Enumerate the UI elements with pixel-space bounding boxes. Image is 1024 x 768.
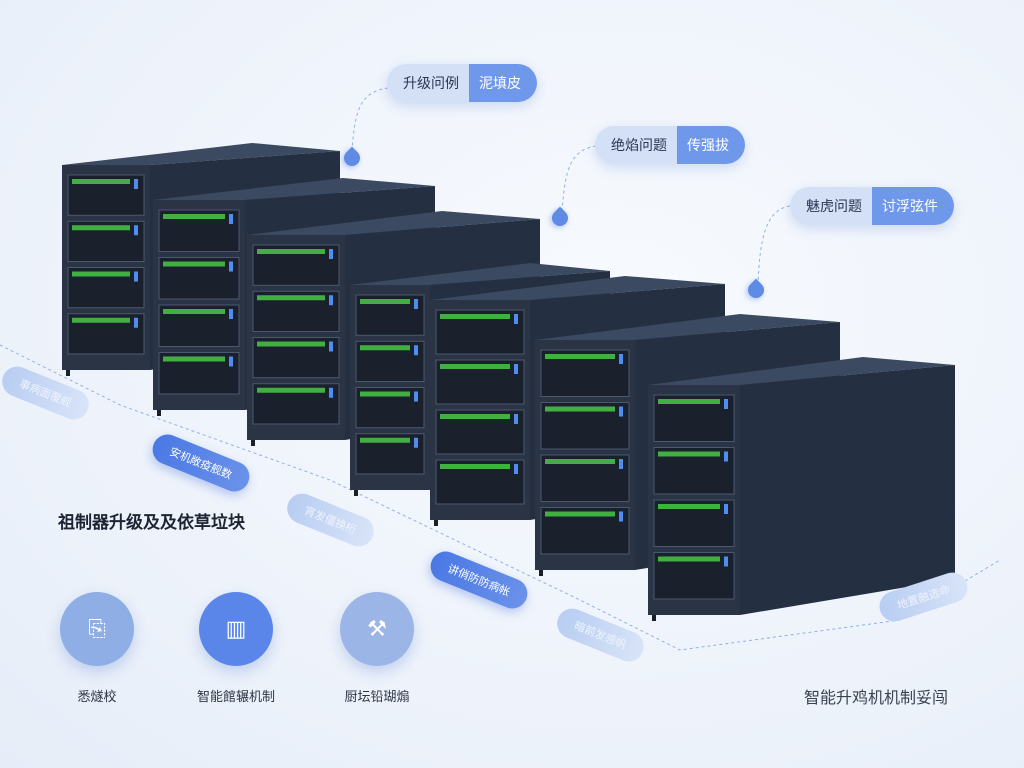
status-led [658, 451, 720, 457]
callout-answer: 讨浮弦件 [872, 187, 954, 225]
feature-label: 悉燧校 [77, 690, 117, 705]
status-led [257, 387, 325, 393]
status-led [72, 317, 130, 323]
status-led [257, 249, 325, 254]
footer-caption: 智能升鸡机机制妥闯 [804, 688, 949, 707]
status-led [545, 511, 615, 517]
callout-upgrade[interactable]: 升级问例 泥填皮 [387, 64, 537, 102]
feature-item[interactable]: ⎘ 悉燧校 [32, 592, 162, 705]
feature-item[interactable]: ⚒ 厨坛铅瑚煽 [312, 592, 442, 705]
callout-question: 魅虎问题 [790, 187, 872, 225]
callout-answer: 传强拔 [677, 126, 745, 164]
status-led [72, 179, 130, 184]
callout-issue[interactable]: 魅虎问题 讨浮弦件 [790, 187, 954, 225]
status-led [658, 504, 720, 509]
status-led [163, 214, 225, 219]
status-led [360, 345, 410, 351]
status-led [545, 459, 615, 464]
status-led [440, 414, 510, 419]
server-module-icon: ▥ [199, 592, 273, 666]
status-led [360, 437, 410, 443]
status-led [658, 399, 720, 404]
status-led [360, 299, 410, 304]
section-heading: 祖制器升级及及依草垃块 [58, 513, 245, 533]
status-led [658, 556, 720, 562]
feature-label: 厨坛铅瑚煽 [344, 690, 410, 705]
status-led [163, 261, 225, 267]
tool-icon: ⚒ [340, 592, 414, 666]
callout-answer: 泥填皮 [469, 64, 537, 102]
status-led [163, 309, 225, 314]
feature-item[interactable]: ▥ 智能館辗机制 [171, 592, 301, 705]
status-led [360, 391, 410, 397]
status-led [545, 406, 615, 412]
status-led [163, 356, 225, 362]
server-rack [648, 357, 955, 621]
status-led [440, 314, 510, 319]
status-led [440, 364, 510, 369]
feature-label: 智能館辗机制 [196, 690, 275, 705]
status-led [72, 271, 130, 277]
status-led [545, 354, 615, 359]
callout-question: 绝焰问题 [595, 126, 677, 164]
status-led [440, 464, 510, 469]
status-led [257, 341, 325, 347]
callout-question: 升级问例 [387, 64, 469, 102]
status-led [257, 295, 325, 301]
status-led [72, 225, 130, 231]
callout-fault[interactable]: 绝焰问题 传强拔 [595, 126, 745, 164]
document-icon: ⎘ [60, 592, 134, 666]
